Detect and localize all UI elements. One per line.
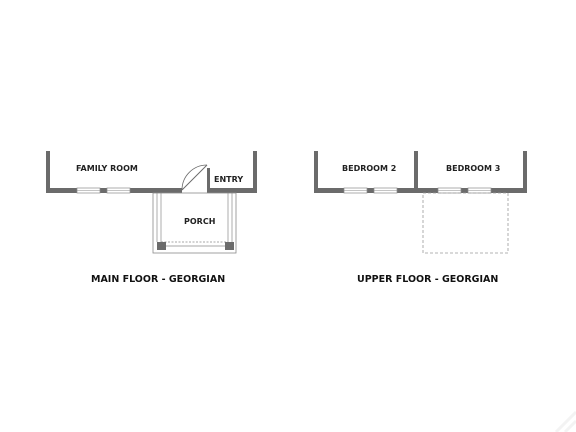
front-wall-segment — [491, 188, 527, 193]
porch-roof-outline — [422, 192, 509, 254]
window — [373, 187, 398, 194]
upper-floor-title: UPPER FLOOR - GEORGIAN — [357, 274, 498, 285]
front-wall-segment — [46, 188, 77, 193]
entry-right-wall — [253, 151, 257, 193]
window — [437, 187, 462, 194]
porch-column — [157, 242, 166, 250]
upper-floor-plan: BEDROOM 2 BEDROOM 3 UPPER FLOOR - GEORGI… — [314, 151, 527, 285]
family-room-label: FAMILY ROOM — [76, 164, 138, 173]
bedroom-3-label: BEDROOM 3 — [446, 164, 500, 173]
front-wall-segment — [207, 188, 257, 193]
window — [76, 187, 101, 194]
watermark-mark — [554, 410, 576, 432]
porch-outline — [152, 192, 237, 254]
front-wall-segment — [314, 188, 344, 193]
bedroom-2-label: BEDROOM 2 — [342, 164, 396, 173]
bedroom-2-left-wall — [314, 151, 318, 193]
entry-label: ENTRY — [214, 175, 243, 184]
bedroom-partition-wall — [414, 151, 418, 193]
front-wall-segment — [130, 188, 182, 193]
window — [467, 187, 492, 194]
front-wall-segment — [367, 188, 374, 193]
front-wall-segment — [100, 188, 107, 193]
window — [106, 187, 131, 194]
window — [343, 187, 368, 194]
family-room-left-wall — [46, 151, 50, 193]
entry-left-wall — [207, 168, 210, 193]
main-floor-plan: FAMILY ROOM ENTRY PORCH MAIN FLOOR - GEO… — [46, 151, 257, 285]
door-swing — [181, 164, 208, 191]
porch-label: PORCH — [184, 217, 215, 226]
porch-column — [225, 242, 234, 250]
bedroom-3-right-wall — [523, 151, 527, 193]
front-wall-segment — [397, 188, 438, 193]
porch — [152, 192, 237, 254]
main-floor-title: MAIN FLOOR - GEORGIAN — [91, 274, 225, 285]
front-wall-segment — [461, 188, 468, 193]
